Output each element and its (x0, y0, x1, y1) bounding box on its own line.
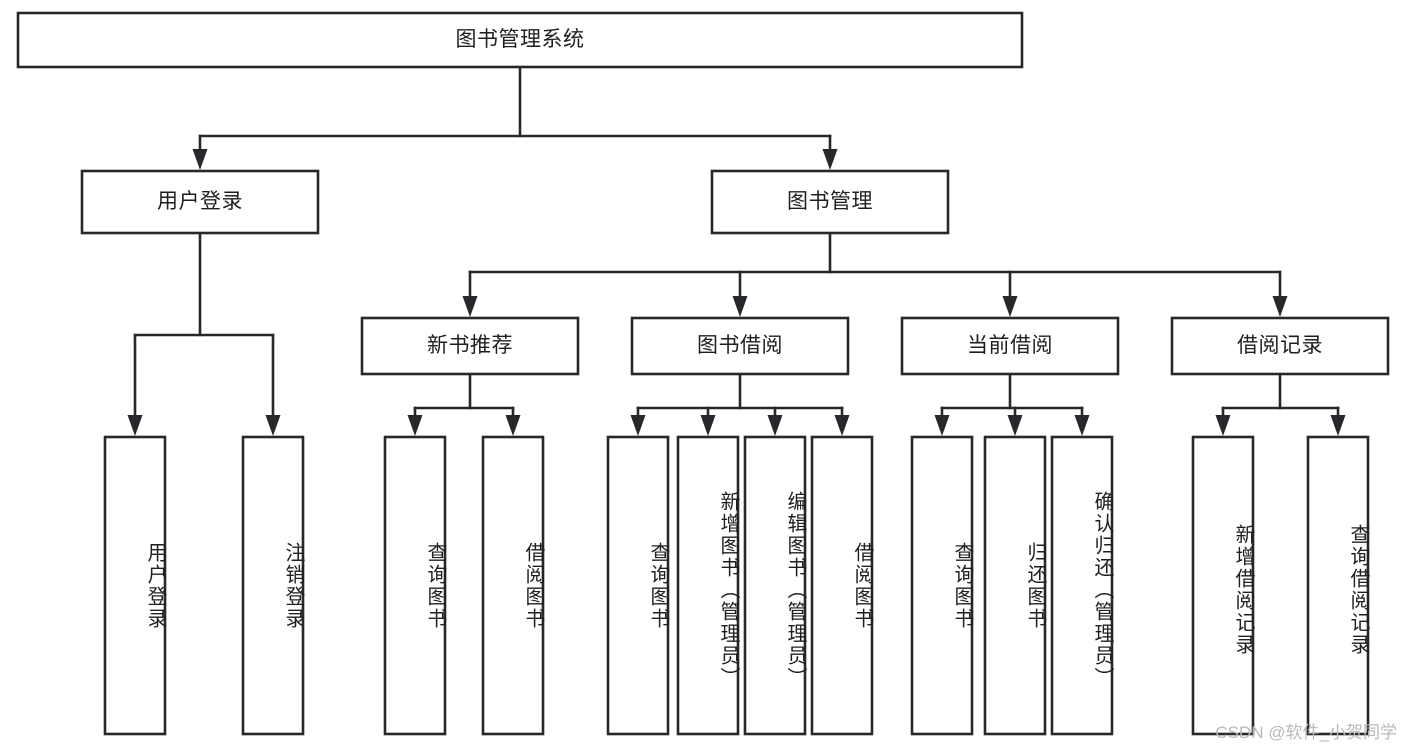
arrow-head-icon (732, 296, 748, 317)
arrow-head-icon (767, 415, 783, 436)
arrow-head-icon (127, 415, 143, 436)
arrow-head-icon (700, 415, 716, 436)
arrow-head-icon (407, 415, 423, 436)
node-box-leaf-borrow-query-book[interactable] (606, 435, 670, 736)
watermark-text: CSDN @软件_小贺同学 (1215, 723, 1397, 742)
arrow-head-icon (265, 415, 281, 436)
arrow-head-icon (1330, 415, 1346, 436)
node-box-leaf-confirm-return-admin[interactable] (1050, 435, 1114, 736)
arrow-head-icon (192, 149, 208, 170)
arrow-head-icon (1074, 415, 1090, 436)
node-box-leaf-rec-borrow-book[interactable] (481, 435, 545, 736)
node-box-leaf-borrow-book[interactable] (810, 435, 874, 736)
arrow-head-icon (1272, 296, 1288, 317)
node-box-leaf-add-borrow-record[interactable] (1191, 435, 1255, 736)
arrow-head-icon (934, 415, 950, 436)
node-box-user-login[interactable] (80, 169, 320, 235)
arrow-head-icon (822, 149, 838, 170)
node-box-leaf-edit-book-admin[interactable] (743, 435, 807, 736)
node-box-layer (16, 11, 1390, 736)
node-box-leaf-user-logout[interactable] (241, 435, 305, 736)
node-box-leaf-query-borrow-record[interactable] (1306, 435, 1370, 736)
node-box-leaf-cur-query-book[interactable] (910, 435, 974, 736)
node-box-current-borrow[interactable] (900, 316, 1120, 376)
node-box-root[interactable] (16, 11, 1024, 69)
node-box-leaf-return-book[interactable] (983, 435, 1047, 736)
node-box-book-borrow[interactable] (630, 316, 850, 376)
node-box-leaf-rec-query-book[interactable] (383, 435, 447, 736)
arrow-head-icon (462, 296, 478, 317)
connector-layer (127, 65, 1346, 436)
arrow-head-icon (1002, 296, 1018, 317)
node-box-new-book-rec[interactable] (360, 316, 580, 376)
arrow-head-icon (1215, 415, 1231, 436)
arrow-head-icon (834, 415, 850, 436)
node-box-borrow-record[interactable] (1170, 316, 1390, 376)
node-box-leaf-add-book-admin[interactable] (676, 435, 740, 736)
node-box-book-manage[interactable] (710, 169, 950, 235)
arrow-head-icon (505, 415, 521, 436)
arrow-head-icon (630, 415, 646, 436)
arrow-head-icon (1007, 415, 1023, 436)
node-box-leaf-user-login[interactable] (103, 435, 167, 736)
